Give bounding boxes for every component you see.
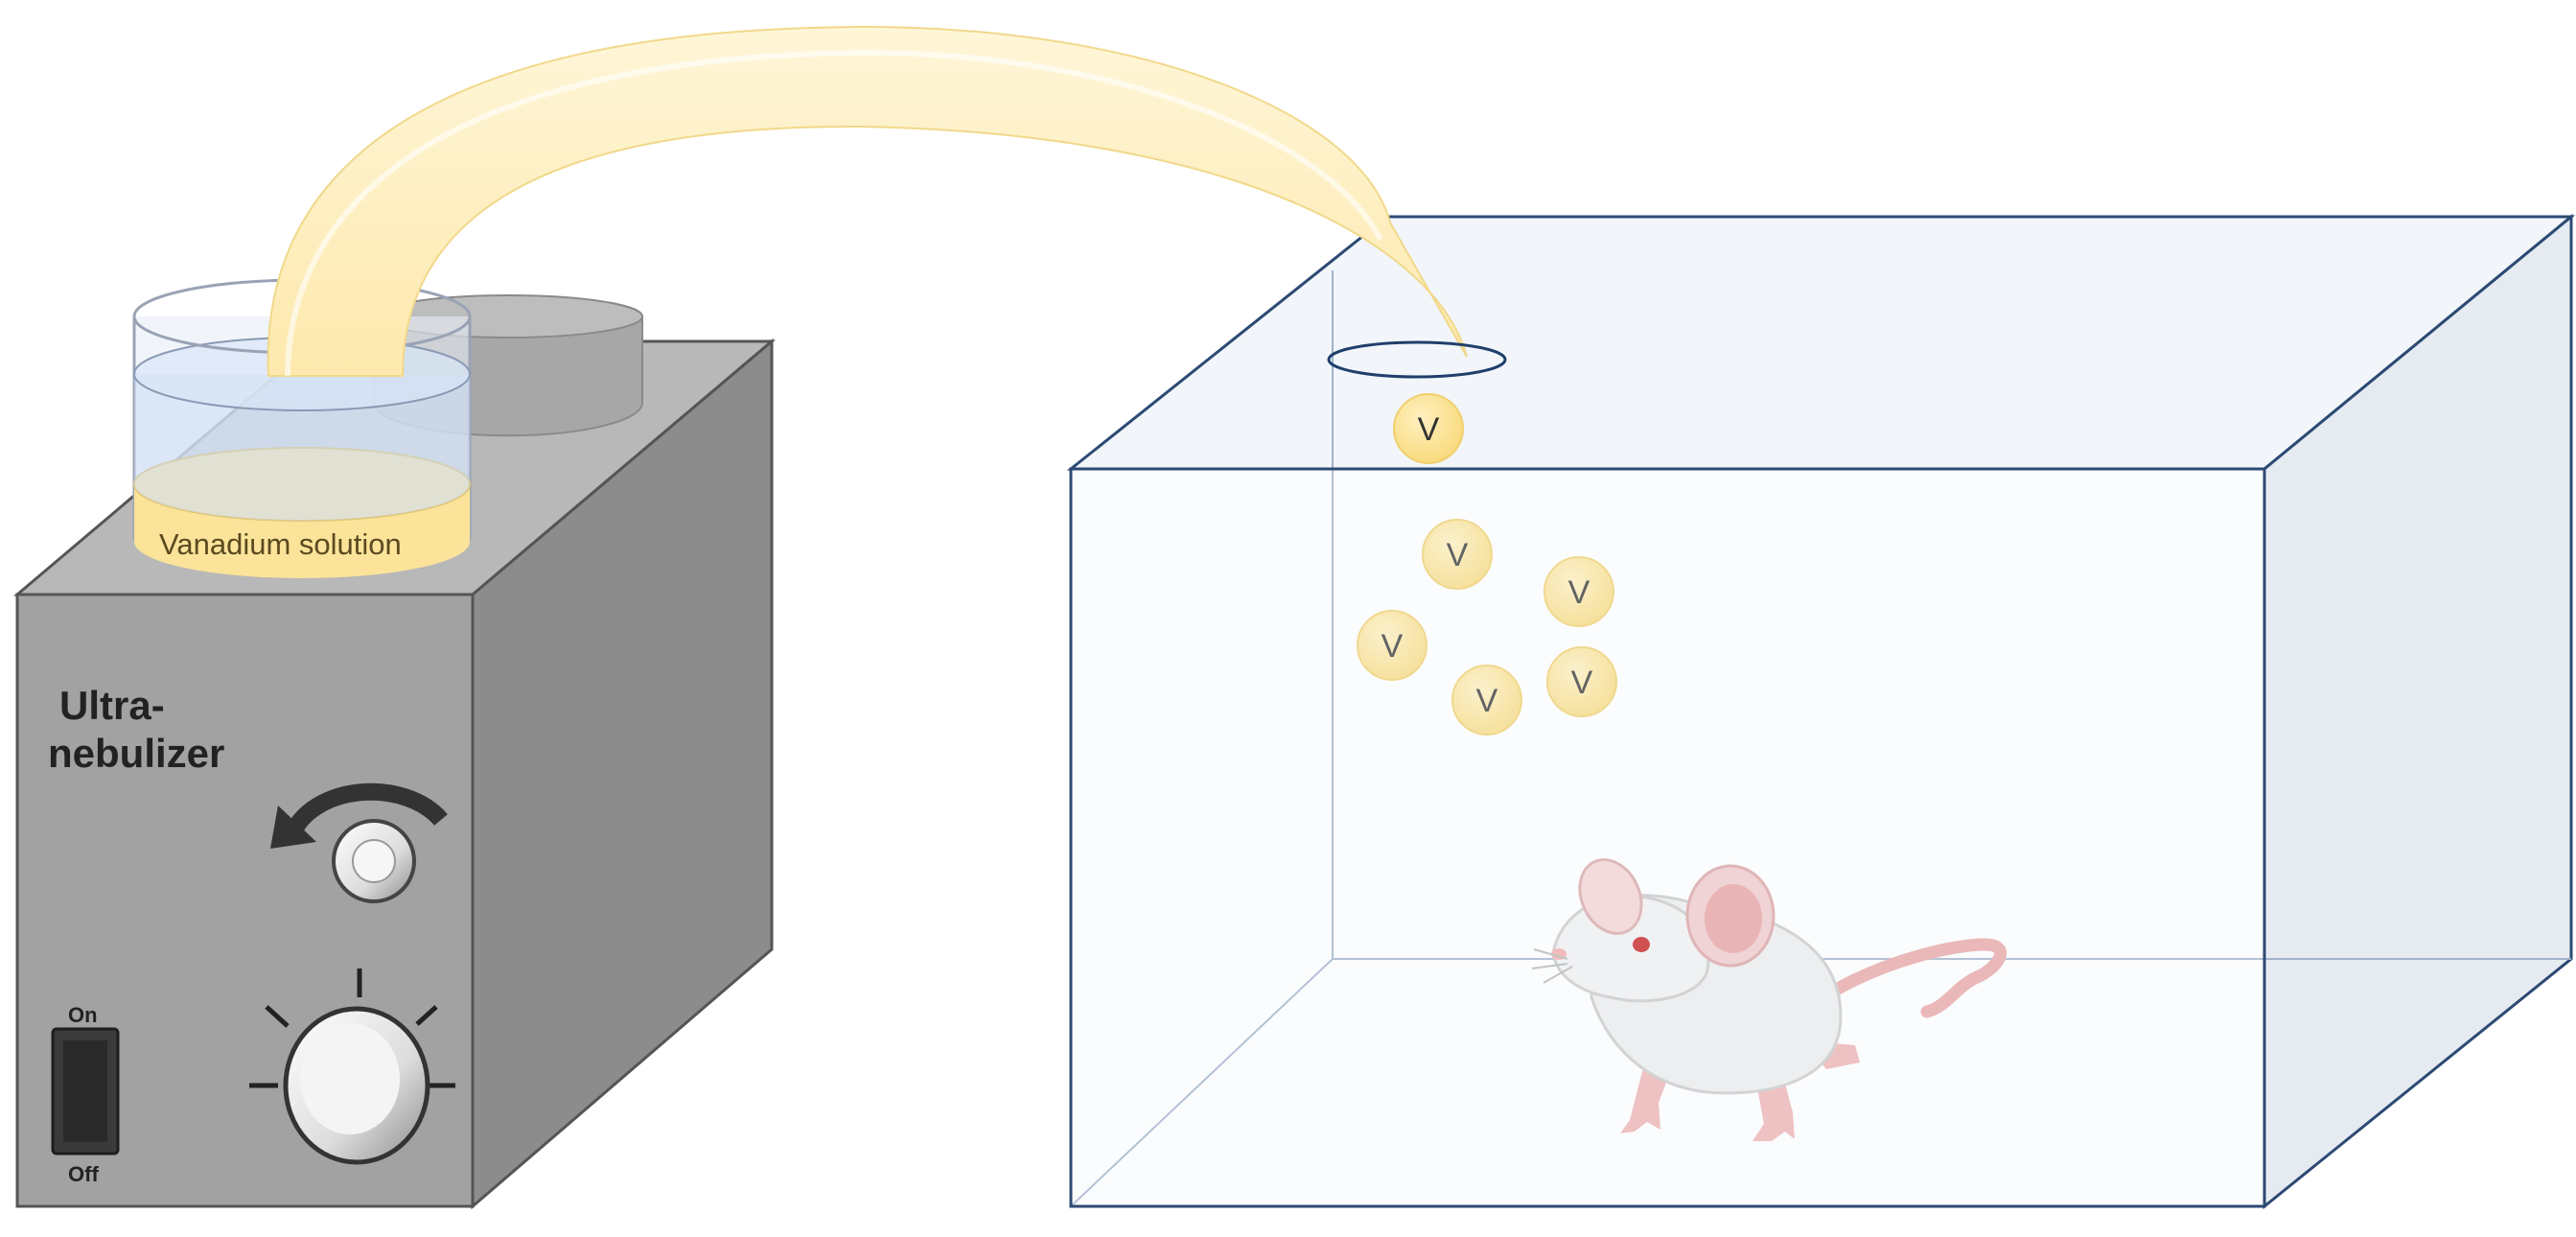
rotation-arrow-icon xyxy=(270,782,448,849)
device-title-line2: nebulizer xyxy=(48,731,224,776)
vanadium-particle-circle xyxy=(1357,610,1427,681)
mouse-eye xyxy=(1633,937,1650,952)
delivery-tube xyxy=(267,25,1507,379)
power-level-knob[interactable] xyxy=(332,819,416,903)
mouse-tail xyxy=(1824,938,2007,1018)
switch-off-label: Off xyxy=(68,1162,99,1186)
chamber-front-face xyxy=(1069,467,2266,1208)
vanadium-particle-circle xyxy=(1546,646,1617,717)
vanadium-particle: V xyxy=(1393,393,1464,464)
vanadium-particles: V V V V V V xyxy=(1357,393,1617,735)
vanadium-particle-circle xyxy=(1451,665,1522,735)
vanadium-particle-circle xyxy=(1393,393,1464,464)
vanadium-particle: V xyxy=(1422,519,1493,590)
vanadium-particle: V xyxy=(1543,556,1614,627)
chamber-front xyxy=(1069,467,2266,1208)
mouse-icon xyxy=(1531,858,2007,1141)
vanadium-particle: V xyxy=(1546,646,1617,717)
tube-body xyxy=(267,25,1468,377)
chamber-floor-left-edge xyxy=(1070,958,1334,1207)
vanadium-particle: V xyxy=(1357,610,1427,681)
timer-dial[interactable] xyxy=(249,969,455,1165)
vanadium-particle-circle xyxy=(1422,519,1493,590)
solution-label: Vanadium solution xyxy=(159,527,402,561)
switch-on-label: On xyxy=(68,1003,98,1027)
chamber-inlet-hole xyxy=(1327,340,1507,379)
vanadium-particle: V xyxy=(1451,665,1522,735)
vanadium-particle-label: V xyxy=(1447,537,1469,573)
dial-ticks xyxy=(249,969,455,1088)
vanadium-particle-label: V xyxy=(1571,665,1593,701)
power-switch[interactable]: On Off xyxy=(51,1003,120,1186)
vanadium-particle-label: V xyxy=(1568,574,1590,611)
vanadium-particle-label: V xyxy=(1381,628,1404,665)
device-title-line1: Ultra- xyxy=(59,683,165,728)
vanadium-particle-label: V xyxy=(1476,683,1498,719)
vanadium-particle-circle xyxy=(1543,556,1614,627)
vanadium-particle-label: V xyxy=(1418,411,1440,448)
mouse-ear-back xyxy=(1578,858,1643,935)
